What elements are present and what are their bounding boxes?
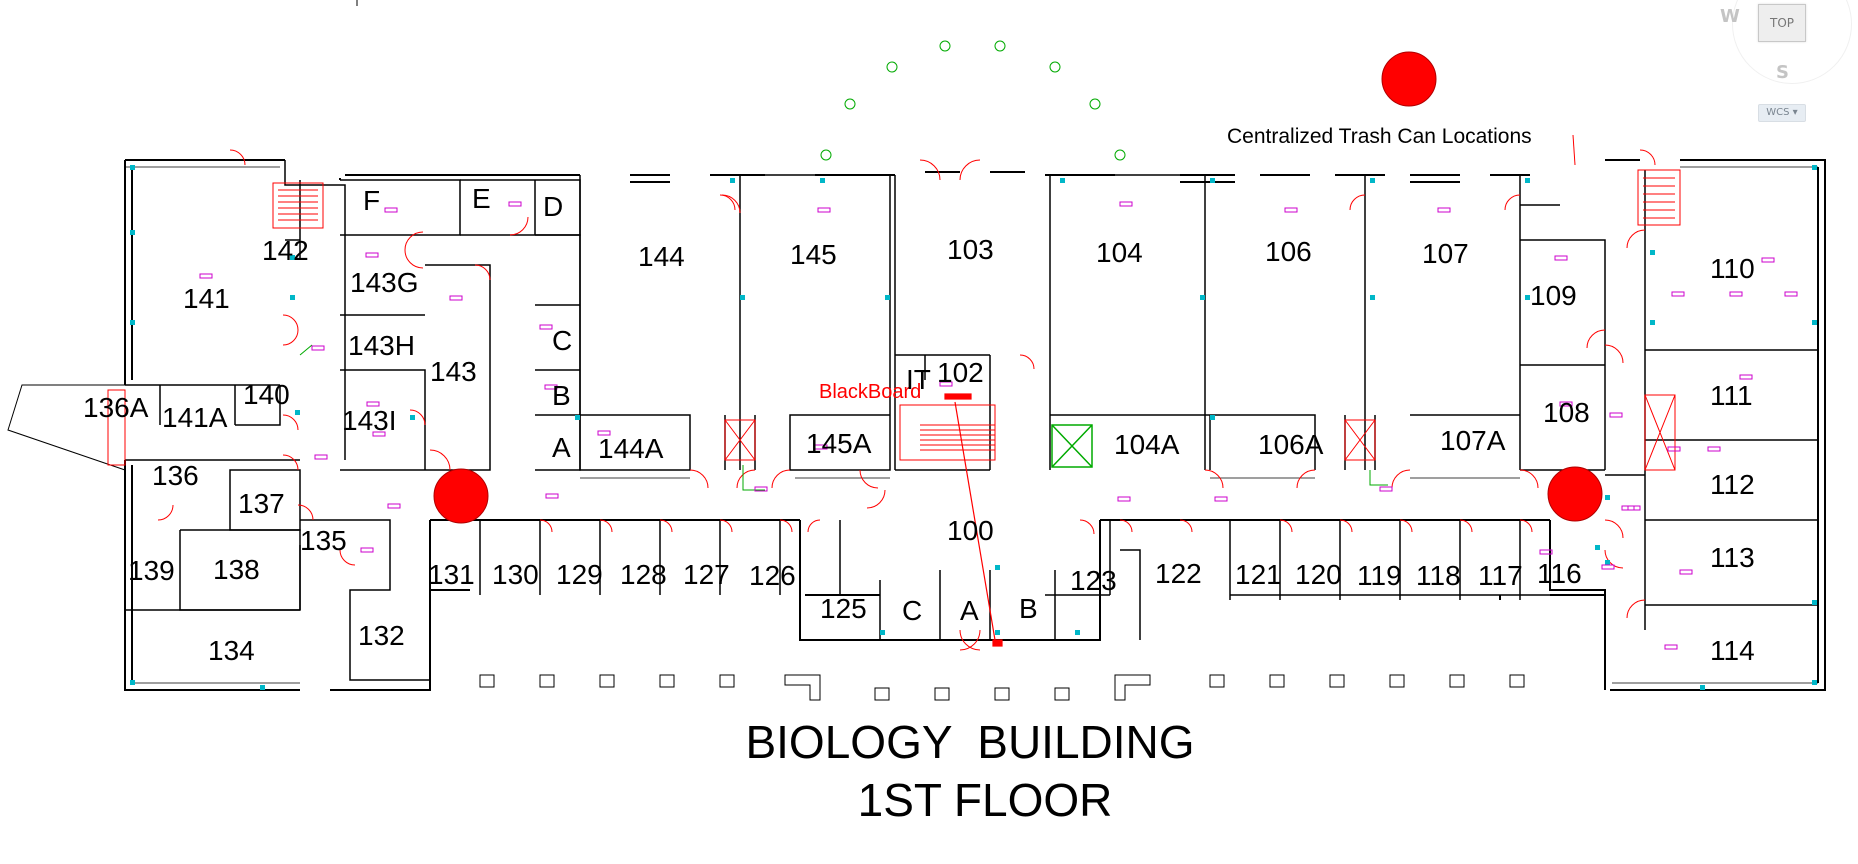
room-label-134: 134: [208, 635, 255, 666]
room-label-140: 140: [243, 379, 290, 410]
room-label-b-bottom: B: [1019, 593, 1038, 624]
room-label-136a: 136A: [83, 392, 149, 423]
room-label-120: 120: [1295, 559, 1342, 590]
room-label-f: F: [363, 185, 380, 216]
room-label-121: 121: [1235, 559, 1282, 590]
room-label-c-bottom: C: [902, 595, 922, 626]
room-label-119: 119: [1357, 560, 1402, 591]
room-label-143g: 143G: [350, 267, 419, 298]
green-markers: [299, 344, 1388, 491]
room-label-a-left: A: [552, 432, 571, 463]
trash-can-markers: [433, 51, 1603, 524]
room-label-128: 128: [620, 559, 667, 590]
room-label-104: 104: [1096, 237, 1143, 268]
room-label-138: 138: [213, 554, 260, 585]
blackboard-label: BlackBoard: [819, 381, 921, 403]
room-label-144a: 144A: [598, 433, 664, 464]
wall-inner-lines: [125, 166, 1818, 684]
room-label-e: E: [472, 183, 491, 214]
room-label-130: 130: [492, 559, 539, 590]
outer-walls: [124, 159, 1826, 691]
trash-can-marker-west: [433, 468, 489, 524]
room-label-127: 127: [683, 559, 730, 590]
room-label-108: 108: [1543, 397, 1590, 428]
trash-can-legend-text: Centralized Trash Can Locations: [1227, 125, 1532, 148]
room-label-122: 122: [1155, 558, 1202, 589]
room-label-143: 143: [430, 356, 477, 387]
elevator: [1051, 424, 1093, 468]
door-swings: [157, 149, 1656, 651]
compass-west-label[interactable]: W: [1720, 6, 1740, 27]
room-label-126: 126: [749, 560, 796, 591]
room-label-143h: 143H: [348, 330, 415, 361]
view-cube[interactable]: W TOP S WCS ▾: [1720, 0, 1852, 122]
room-labels: 141 142 F E D 143G 143H 143 143I C B A 1…: [83, 183, 1755, 666]
room-label-142: 142: [262, 235, 309, 266]
room-label-125: 125: [820, 593, 867, 624]
room-label-107: 107: [1422, 238, 1469, 269]
room-label-145: 145: [790, 239, 837, 270]
room-label-111: 111: [1710, 380, 1753, 411]
room-label-136: 136: [152, 460, 199, 491]
blackboard-wiring: [944, 393, 1003, 647]
room-label-110: 110: [1710, 253, 1755, 284]
room-label-141a: 141A: [162, 402, 228, 433]
room-label-113: 113: [1710, 542, 1755, 573]
room-label-118: 118: [1416, 560, 1461, 591]
room-label-106: 106: [1265, 236, 1312, 267]
room-label-a-bottom: A: [960, 595, 979, 626]
site-lights: [820, 40, 1126, 161]
room-label-106a: 106A: [1258, 429, 1324, 460]
room-label-144: 144: [638, 241, 685, 272]
stairs: [272, 169, 1681, 471]
left-entrance: [7, 384, 126, 471]
room-label-116: 116: [1537, 558, 1582, 589]
plan-title-building: BIOLOGY BUILDING: [745, 716, 1194, 768]
wcs-dropdown[interactable]: WCS ▾: [1758, 104, 1806, 122]
room-label-112: 112: [1710, 469, 1755, 500]
room-label-145a: 145A: [806, 428, 872, 459]
room-label-104a: 104A: [1114, 429, 1180, 460]
room-label-109: 109: [1530, 280, 1577, 311]
room-label-c-left: C: [552, 325, 572, 356]
room-label-100: 100: [947, 515, 994, 546]
room-label-it: IT: [906, 364, 931, 395]
room-label-137: 137: [238, 488, 285, 519]
outlets: [199, 201, 1798, 650]
plan-title-floor: 1ST FLOOR: [858, 774, 1113, 826]
view-cube-top-face[interactable]: TOP: [1758, 4, 1806, 42]
facade-piers: [479, 674, 1525, 701]
room-label-123: 123: [1070, 565, 1117, 596]
fixtures: [130, 165, 1817, 690]
room-label-102: 102: [937, 357, 984, 388]
room-label-132: 132: [358, 620, 405, 651]
trash-can-legend-marker: [1381, 51, 1437, 107]
room-label-143i: 143I: [342, 405, 397, 436]
room-label-135: 135: [300, 525, 347, 556]
room-label-129: 129: [556, 559, 603, 590]
room-label-117: 117: [1478, 560, 1523, 591]
room-label-114: 114: [1710, 635, 1755, 666]
room-label-b-left: B: [552, 380, 571, 411]
trash-can-marker-east: [1547, 466, 1603, 522]
room-label-139: 139: [128, 555, 175, 586]
room-label-d: D: [543, 191, 563, 222]
interior-walls: [125, 160, 1818, 681]
room-label-131: 131: [428, 559, 475, 590]
room-label-141: 141: [183, 283, 230, 314]
compass-south-label[interactable]: S: [1776, 62, 1789, 83]
room-label-103: 103: [947, 234, 994, 265]
room-label-107a: 107A: [1440, 425, 1506, 456]
